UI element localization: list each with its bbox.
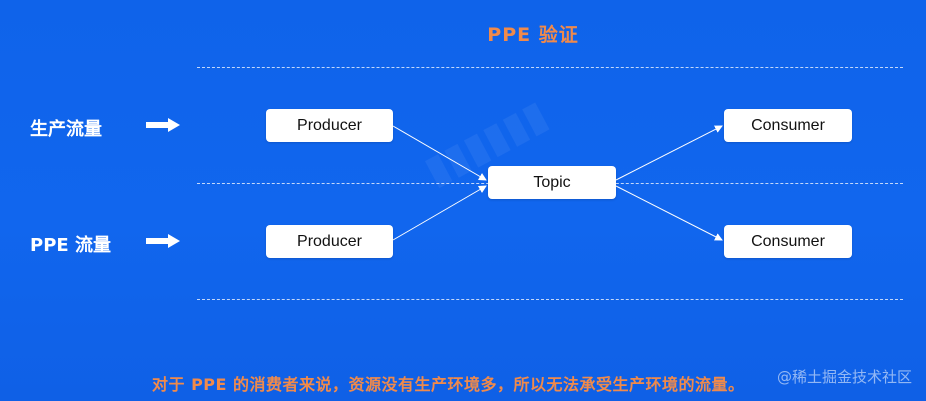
production-traffic-arrow-icon <box>146 118 180 132</box>
consumer-node-ppe: Consumer <box>724 225 852 258</box>
lane-divider-top <box>197 67 903 68</box>
producer-node-ppe: Producer <box>266 225 393 258</box>
topic-node: Topic <box>488 166 616 199</box>
ppe-traffic-label: PPE 流量 <box>30 235 111 256</box>
footer-note: 对于 PPE 的消费者来说，资源没有生产环境多，所以无法承受生产环境的流量。 <box>152 375 745 394</box>
production-traffic-label: 生产流量 <box>30 119 102 140</box>
source-watermark: @稀土掘金技术社区 <box>776 368 912 386</box>
lane-divider-bottom <box>197 299 903 300</box>
diagram-title: PPE 验证 <box>487 24 579 46</box>
edge-topic-to-consumer-top <box>615 125 723 181</box>
producer-node-production: Producer <box>266 109 393 142</box>
consumer-node-production: Consumer <box>724 109 852 142</box>
ppe-traffic-arrow-icon <box>146 234 180 248</box>
edge-topic-to-consumer-bottom <box>615 185 723 241</box>
edge-producer-bottom-to-topic <box>392 185 487 241</box>
